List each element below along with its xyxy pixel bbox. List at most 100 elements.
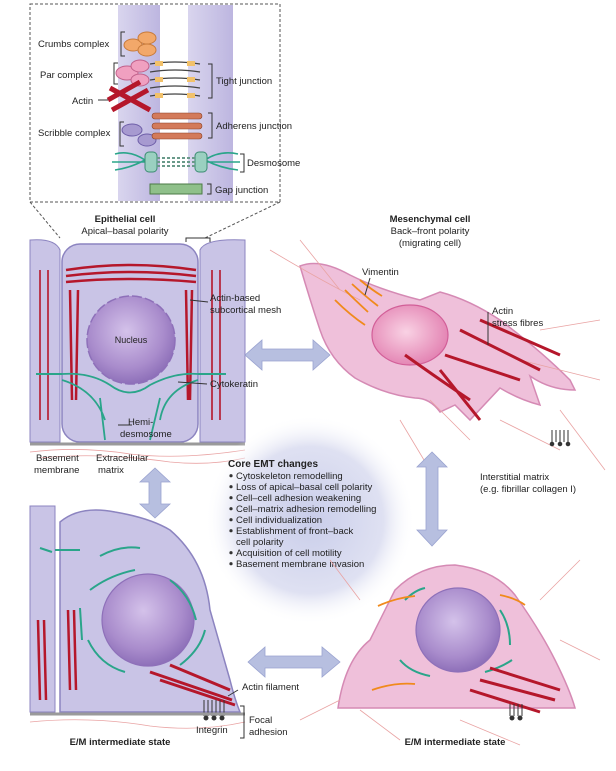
label-scribble-complex: Scribble complex xyxy=(38,128,111,139)
inset-right-membrane xyxy=(188,5,233,201)
apical-bracket xyxy=(185,237,211,242)
actin-bundle-shape xyxy=(106,79,152,113)
neighbour-cell-left xyxy=(29,239,61,443)
mesenchymal-stress-fibres xyxy=(404,318,561,421)
bracket-adherens xyxy=(208,112,213,139)
core-emt-item: Loss of apical–basal cell polarity xyxy=(236,482,372,493)
left-int-integrins xyxy=(203,700,225,721)
label-vimentin: Vimentin xyxy=(362,267,399,278)
right-int-actin xyxy=(469,666,561,714)
core-emt-item: Basement membrane invasion xyxy=(236,559,364,570)
bracket-par xyxy=(113,62,118,85)
label-ecm-1: Extracellular xyxy=(96,453,148,464)
label-crumbs-complex: Crumbs complex xyxy=(38,39,110,50)
bracket-crumbs xyxy=(120,31,125,57)
apical-actin-belt xyxy=(65,263,197,284)
core-emt-item: Establishment of front–back xyxy=(236,526,353,537)
bracket-gap xyxy=(207,183,212,195)
junction-inset: Crumbs complex Par complex Actin Scribbl… xyxy=(29,3,300,203)
core-emt-title: Core EMT changes xyxy=(228,459,318,470)
label-par-complex: Par complex xyxy=(40,70,93,81)
bracket-scribble xyxy=(119,121,124,147)
tight-junction-shape xyxy=(149,61,201,98)
mesenchymal-integrins xyxy=(549,430,571,447)
left-int-ecm-fibres xyxy=(29,719,246,729)
right-int-nucleus xyxy=(415,587,501,673)
label-actin-filament: Actin filament xyxy=(242,682,299,693)
core-emt-item: Acquisition of cell motility xyxy=(236,548,342,559)
label-desmosome: Desmosome xyxy=(247,158,300,169)
label-integrin: Integrin xyxy=(196,725,228,736)
bracket-tight xyxy=(208,63,213,99)
left-int-keratin xyxy=(79,546,206,673)
crumbs-complex-shape xyxy=(123,31,157,57)
cytokeratin-network xyxy=(61,372,199,441)
actin-filament-leader xyxy=(227,689,239,697)
epithelial-cell-group: Epithelial cell Apical–basal polarity Nu… xyxy=(29,214,281,476)
interstitial-fibres xyxy=(269,239,606,471)
epithelial-subtitle: Apical–basal polarity xyxy=(81,226,168,237)
actin-mesh-leader xyxy=(189,299,209,303)
desmosome-shape xyxy=(112,151,240,173)
label-actin-stress-2: stress fibres xyxy=(492,318,543,329)
label-ecm-2: matrix xyxy=(98,465,124,476)
arrow-bottom xyxy=(247,646,341,678)
transition-arrows xyxy=(138,339,448,678)
lateral-actin-mesh xyxy=(68,289,194,401)
mesenchymal-title: Mesenchymal cell xyxy=(390,214,471,225)
core-emt-panel: Core EMT changes Cytoskeleton remodellin… xyxy=(205,415,415,625)
left-int-nucleus xyxy=(101,573,195,667)
right-intermediate-group: E/M intermediate state xyxy=(299,559,601,748)
label-hemi-2: desmosome xyxy=(120,429,172,440)
epithelial-nucleus xyxy=(86,295,176,385)
neighbour-cell-right xyxy=(199,239,246,443)
vimentin-leader xyxy=(364,277,371,296)
label-adherens-junction: Adherens junction xyxy=(216,121,292,132)
label-basement-2: membrane xyxy=(34,465,79,476)
mesenchymal-nucleus xyxy=(371,304,449,366)
label-hemi-1: Hemi- xyxy=(128,417,153,428)
core-emt-bullet xyxy=(229,551,233,555)
label-actin-stress-1: Actin xyxy=(492,306,513,317)
nucleus-label: Nucleus xyxy=(115,335,148,345)
core-emt-bullet xyxy=(229,529,233,533)
left-int-lateral-actin xyxy=(36,609,78,701)
left-intermediate-group: Actin filament Integrin Focal adhesion E… xyxy=(29,505,299,748)
left-int-actin-filament xyxy=(149,663,236,707)
core-emt-bullet xyxy=(229,507,233,511)
core-emt-item: Cell–matrix adhesion remodelling xyxy=(236,504,376,515)
label-basement-1: Basement xyxy=(36,453,79,464)
mesenchymal-subtitle-1: Back–front polarity xyxy=(391,226,470,237)
ecm-fibres xyxy=(29,449,246,464)
epithelial-title: Epithelial cell xyxy=(95,214,156,225)
right-int-keratin xyxy=(399,587,513,677)
label-actin-mesh-1: Actin-based xyxy=(210,293,260,304)
gap-junction-shape xyxy=(149,183,203,195)
core-emt-item: Cell individualization xyxy=(236,515,322,526)
core-emt-item: cell polarity xyxy=(236,537,284,548)
label-gap-junction: Gap junction xyxy=(215,185,268,196)
scribble-complex-shape xyxy=(121,123,157,147)
bracket-desmosome xyxy=(240,153,245,173)
focal-adhesion-bracket xyxy=(240,705,245,739)
adherens-junction-shape xyxy=(151,112,203,140)
left-int-neighbour xyxy=(29,505,56,713)
label-actin-mesh-2: subcortical mesh xyxy=(210,305,281,316)
core-emt-glow xyxy=(205,415,415,625)
right-int-integrins xyxy=(509,704,523,721)
inset-connector-left xyxy=(29,201,61,239)
cytokeratin-leader xyxy=(177,381,208,385)
left-int-desmosome xyxy=(39,547,80,553)
inset-connector-right xyxy=(204,201,281,239)
arrow-left xyxy=(138,467,172,519)
core-emt-bullet xyxy=(229,518,233,522)
arrow-right xyxy=(416,451,448,547)
label-interstitial-1: Interstitial matrix xyxy=(480,472,549,483)
core-emt-bullet xyxy=(229,474,233,478)
mesenchymal-subtitle-2: (migrating cell) xyxy=(399,238,461,249)
mesenchymal-cell-group: Mesenchymal cell Back–front polarity (mi… xyxy=(269,214,606,495)
right-int-vimentin xyxy=(371,594,526,691)
